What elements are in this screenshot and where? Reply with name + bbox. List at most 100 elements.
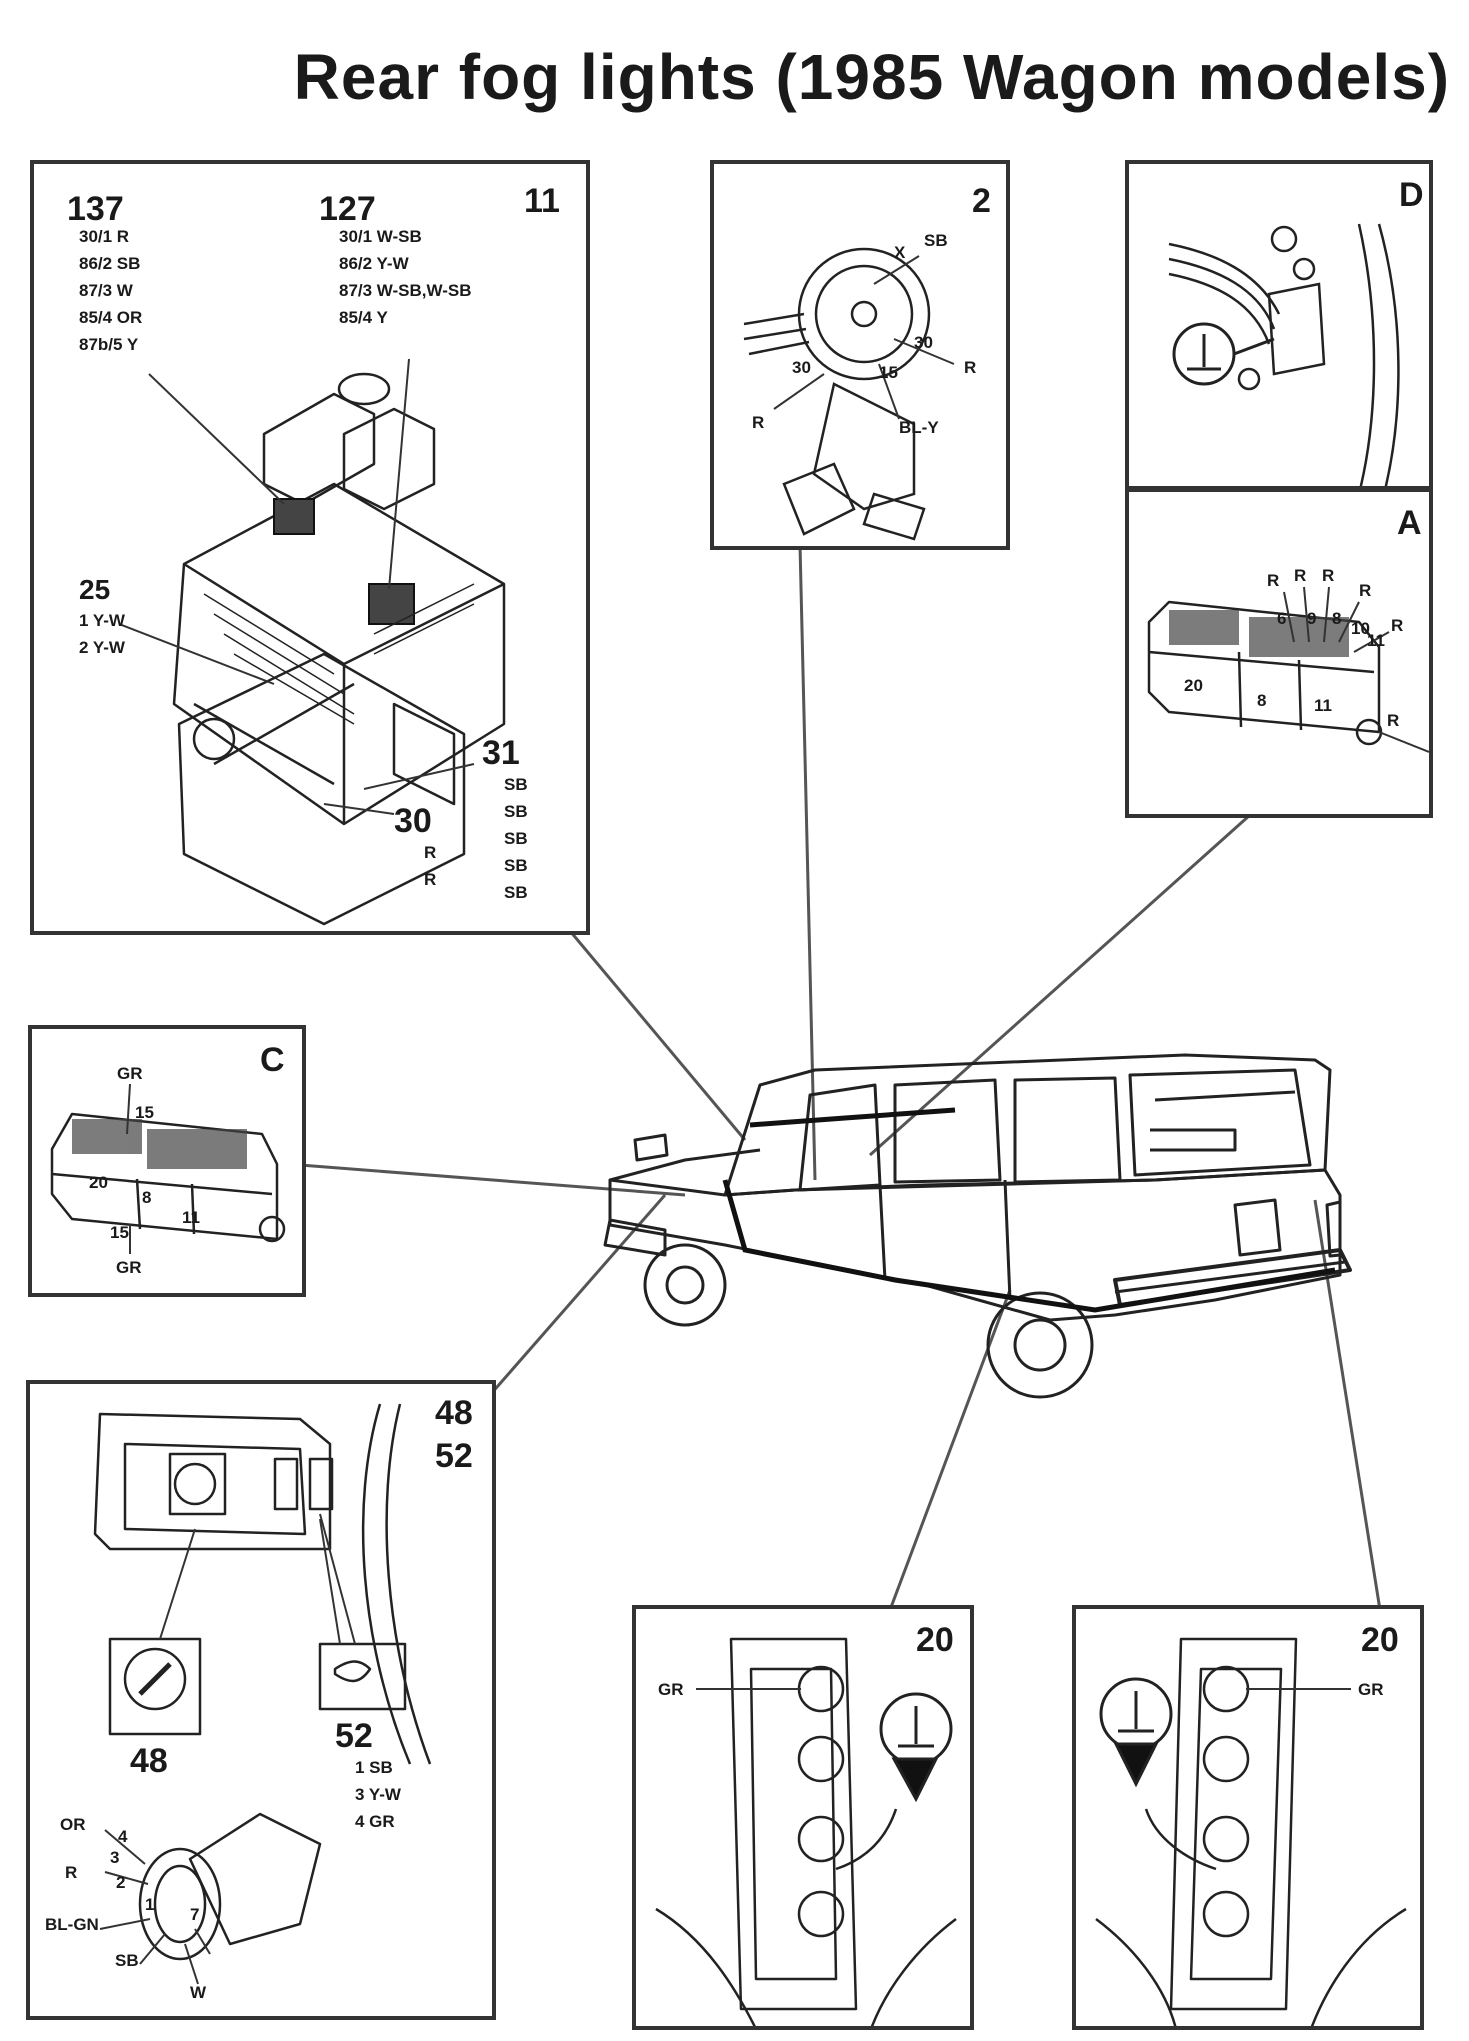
connector-48-wire: SB bbox=[115, 1951, 139, 1970]
connector-48-pin: 2 bbox=[116, 1873, 126, 1892]
connector-c-bottom-pin: 15 bbox=[110, 1223, 129, 1242]
ignition-switch-panel-2: 2 SB X 30 R 30 R 15 BL-Y bbox=[710, 160, 1010, 550]
central-electrical-unit-drawing bbox=[118, 358, 506, 926]
connector-a-pin: 11 bbox=[1367, 631, 1385, 650]
panel-ref-C: C bbox=[260, 1041, 285, 1079]
connector-48-wire: R bbox=[65, 1863, 78, 1882]
switch-52-id: 52 bbox=[335, 1717, 373, 1755]
relay-127-pin-row: 87/3 W-SB,W-SB bbox=[339, 281, 472, 300]
panel-ref-A: A bbox=[1397, 504, 1422, 542]
connector-panel-A: A R R R R R R 6 9 8 10 11 20 8 11 bbox=[1125, 488, 1433, 818]
connector-c-pin: 8 bbox=[142, 1188, 152, 1207]
ignition-wire-label: R bbox=[752, 413, 765, 432]
connector-a-wire: R bbox=[1322, 566, 1335, 585]
connector-25-row: 1 Y-W bbox=[79, 611, 125, 630]
panel-ref-D: D bbox=[1399, 176, 1424, 214]
connector-31-row: SB bbox=[504, 829, 528, 848]
relay-137-pin-row: 87b/5 Y bbox=[79, 335, 139, 354]
panel-ref-20-left: 20 bbox=[916, 1621, 954, 1659]
relay-127-pin-row: 86/2 Y-W bbox=[339, 254, 409, 273]
connector-a-drawing bbox=[1147, 586, 1429, 753]
panel-ref-2: 2 bbox=[972, 182, 991, 220]
connector-30-row: R bbox=[424, 870, 437, 889]
connector-a-pin: 6 bbox=[1277, 609, 1287, 628]
panel-ref-52: 52 bbox=[435, 1437, 473, 1475]
connector-a-pin: 11 bbox=[1314, 696, 1332, 715]
ground-icon bbox=[1172, 322, 1275, 386]
connector-31-row: SB bbox=[504, 856, 528, 875]
relay-137-body bbox=[273, 498, 315, 535]
connector-a-wire: R bbox=[1391, 616, 1404, 635]
relay-127-pin-row: 85/4 Y bbox=[339, 308, 388, 327]
panel-ref-11: 11 bbox=[524, 182, 560, 220]
connector-a-wire: R bbox=[1294, 566, 1307, 585]
connector-c-top-pin: 15 bbox=[135, 1103, 154, 1122]
ignition-pin-label: X bbox=[894, 243, 906, 262]
switch-48-id: 48 bbox=[130, 1742, 168, 1780]
rear-light-left-drawing bbox=[655, 1637, 957, 2026]
connector-a-pin: 10 bbox=[1351, 619, 1370, 638]
connector-c-top-wire: GR bbox=[117, 1064, 143, 1083]
wagon-car-illustration bbox=[603, 1053, 1352, 1399]
rear-light-panel-20-right: 20 GR bbox=[1072, 1605, 1424, 2030]
ignition-wire-label: BL-Y bbox=[899, 418, 939, 437]
panel-ref-20-right: 20 bbox=[1361, 1621, 1399, 1659]
relay-127-id: 127 bbox=[319, 190, 376, 228]
connector-c-bottom-wire: GR bbox=[116, 1258, 142, 1277]
ignition-wire-label: R bbox=[964, 358, 977, 377]
relay-137-id: 137 bbox=[67, 190, 124, 228]
connector-a-pin: 8 bbox=[1332, 609, 1342, 628]
relay-137-pin-row: 87/3 W bbox=[79, 281, 133, 300]
relay-137-pin-row: 86/2 SB bbox=[79, 254, 141, 273]
connector-48-pin: 3 bbox=[110, 1848, 120, 1867]
relay-127-pin-row: 30/1 W-SB bbox=[339, 227, 422, 246]
dashboard-switches-drawing bbox=[93, 1403, 432, 1985]
connector-30-id: 30 bbox=[394, 802, 432, 840]
rear-light-right-wire: GR bbox=[1358, 1680, 1384, 1699]
connector-48-pin: 1 bbox=[145, 1895, 155, 1914]
ignition-pin-label: 30 bbox=[792, 358, 811, 377]
connector-48-wire: OR bbox=[60, 1815, 86, 1834]
connector-31-row: SB bbox=[504, 775, 528, 794]
connector-31-id: 31 bbox=[482, 734, 520, 772]
connector-25-row: 2 Y-W bbox=[79, 638, 125, 657]
connector-30-row: R bbox=[424, 843, 437, 862]
connector-panel-C: C GR 15 20 8 11 15 GR bbox=[28, 1025, 306, 1297]
connector-a-wire: R bbox=[1359, 581, 1372, 600]
ground-icon bbox=[1099, 1677, 1173, 1788]
relay-137-pin-row: 85/4 OR bbox=[79, 308, 143, 327]
connector-25-id: 25 bbox=[79, 574, 111, 605]
connector-31-row: SB bbox=[504, 883, 528, 902]
ground-point-drawing bbox=[1168, 223, 1400, 486]
rear-light-right-drawing bbox=[1095, 1637, 1407, 2026]
connector-a-wire: R bbox=[1387, 711, 1400, 730]
connector-a-pin: 20 bbox=[1184, 676, 1203, 695]
connector-48-pin: 4 bbox=[118, 1827, 128, 1846]
switch-52-row: 3 Y-W bbox=[355, 1785, 401, 1804]
switch-52-row: 4 GR bbox=[355, 1812, 395, 1831]
ground-icon bbox=[879, 1692, 953, 1803]
connector-a-wire: R bbox=[1267, 571, 1280, 590]
switch-panel-48-52: 48 52 48 52 1 SB 3 Y-W 4 GR OR R BL-GN S… bbox=[26, 1380, 496, 2020]
connector-31-row: SB bbox=[504, 802, 528, 821]
connector-c-pin: 11 bbox=[182, 1208, 200, 1227]
ignition-wire-label: SB bbox=[924, 231, 948, 250]
connector-a-pin: 8 bbox=[1257, 691, 1267, 710]
connector-c-drawing bbox=[50, 1083, 286, 1254]
fuse-relay-panel-11: 11 137 30/1 R 86/2 SB 87/3 W 85/4 OR 87b… bbox=[30, 160, 590, 935]
ground-point-panel-D: D bbox=[1125, 160, 1433, 490]
connector-a-pin: 9 bbox=[1307, 609, 1317, 628]
rear-light-left-wire: GR bbox=[658, 1680, 684, 1699]
connector-48-wire: W bbox=[190, 1983, 207, 2002]
panel-ref-48: 48 bbox=[435, 1394, 473, 1432]
ignition-pin-label: 15 bbox=[879, 363, 898, 382]
page-title: Rear fog lights (1985 Wagon models) bbox=[293, 41, 1450, 113]
connector-48-pin: 7 bbox=[190, 1905, 200, 1924]
connector-48-wire: BL-GN bbox=[45, 1915, 99, 1934]
relay-137-pin-row: 30/1 R bbox=[79, 227, 130, 246]
connector-c-pin: 20 bbox=[89, 1173, 108, 1192]
switch-52-row: 1 SB bbox=[355, 1758, 393, 1777]
ignition-switch-drawing bbox=[743, 247, 955, 541]
